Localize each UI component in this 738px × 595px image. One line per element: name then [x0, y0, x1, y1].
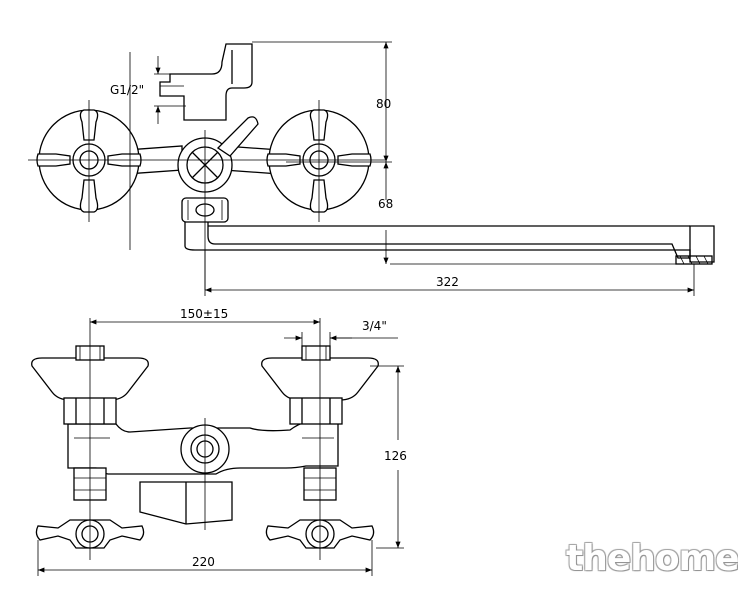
dim-height-front: 126	[384, 449, 407, 463]
dim-centre-distance: 150±15	[180, 307, 228, 321]
front-view: 150±15 3/4" 126 220	[31, 307, 407, 576]
mixer-body	[67, 421, 339, 475]
dim-thread-connection: 3/4"	[362, 319, 387, 333]
top-view: G1/2" 80 68 322	[28, 41, 715, 296]
shower-outlet	[159, 43, 253, 121]
watermark-logo: thehome	[566, 538, 738, 579]
dim-total-width: 220	[192, 555, 215, 569]
spout-top	[184, 222, 691, 259]
dim-spout-length: 322	[436, 275, 459, 289]
dim-thread-inlet: G1/2"	[110, 83, 144, 97]
dim-height-top: 80	[376, 97, 391, 111]
dim-height-spout: 68	[378, 197, 393, 211]
